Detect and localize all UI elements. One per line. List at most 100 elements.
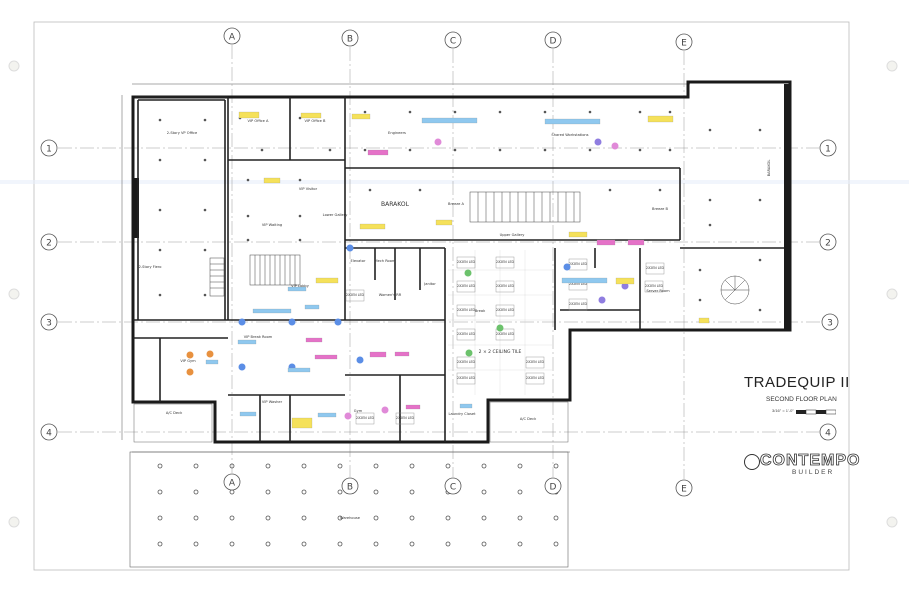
recessed-light bbox=[758, 128, 762, 132]
exterior-wall-thick bbox=[784, 84, 790, 330]
warehouse-post bbox=[409, 489, 415, 495]
recessed-light bbox=[418, 188, 422, 192]
device-marker bbox=[464, 269, 472, 277]
grid-bubble-label: C bbox=[450, 483, 456, 493]
fixture-2x2-led: 2X2EN LED bbox=[345, 289, 364, 302]
recessed-light bbox=[298, 178, 302, 182]
grid-bubble-D: D bbox=[544, 477, 562, 495]
room-label-mech-room: Mech Room bbox=[375, 259, 396, 263]
color-tag bbox=[615, 277, 635, 285]
fixture-2x2-led: 2X2EN LED bbox=[495, 304, 514, 317]
grid-bubble-B: B bbox=[341, 29, 359, 47]
decks bbox=[133, 401, 569, 443]
color-tag bbox=[698, 317, 710, 324]
device-marker bbox=[238, 318, 246, 326]
room-label-gym: Gym bbox=[354, 409, 363, 413]
color-tag bbox=[351, 113, 371, 120]
warehouse-post bbox=[445, 541, 451, 547]
fixture-2x2-led: 2X2EN LED bbox=[568, 298, 587, 311]
room-label-ac-deck-right: A/C Deck bbox=[520, 417, 537, 421]
light-fixtures: 2X2EN LED 2X2EN LED 2X2EN LED 2X2EN LED 2X2E… bbox=[158, 110, 762, 425]
exterior-wall bbox=[131, 80, 792, 444]
warehouse-post bbox=[301, 515, 307, 521]
binder-hole bbox=[886, 516, 898, 528]
recessed-light bbox=[298, 116, 302, 120]
stairs-vip bbox=[249, 254, 301, 286]
warehouse-post bbox=[229, 515, 235, 521]
recessed-light bbox=[708, 198, 712, 202]
project-title: TRADEQUIP II bbox=[744, 374, 850, 391]
device-marker bbox=[334, 318, 342, 326]
warehouse-post bbox=[193, 489, 199, 495]
recessed-light bbox=[158, 248, 162, 252]
color-tag bbox=[367, 149, 389, 156]
device-marker bbox=[238, 363, 246, 371]
color-tag bbox=[405, 404, 421, 410]
room-label-ac-deck-left: A/C Deck bbox=[166, 411, 183, 415]
device-marker bbox=[465, 349, 473, 357]
color-tag bbox=[238, 111, 260, 119]
warehouse-post bbox=[481, 463, 487, 469]
recessed-light bbox=[408, 110, 412, 114]
exterior-wall-thick bbox=[133, 178, 139, 238]
grid-bubble-E: E bbox=[675, 479, 693, 497]
fixture-label: 2X2EN LED bbox=[569, 302, 587, 306]
recessed-light bbox=[608, 188, 612, 192]
warehouse-columns bbox=[157, 463, 559, 547]
room-label-breeze-a: Breeze A bbox=[448, 202, 465, 206]
warehouse-post bbox=[193, 515, 199, 521]
room-label-lower-gallery: Lower Gallery bbox=[323, 213, 349, 217]
color-tag bbox=[314, 354, 338, 360]
fixture-label: 2X2EN LED bbox=[457, 360, 475, 364]
device-marker bbox=[611, 142, 619, 150]
logo-mark-icon bbox=[744, 454, 760, 470]
grid-bubble-label: 3 bbox=[46, 319, 52, 329]
color-tag bbox=[305, 337, 323, 343]
color-tag bbox=[304, 304, 320, 310]
grid-bubble-label: E bbox=[681, 485, 687, 495]
fixture-2x2-led: 2X2EN LED bbox=[495, 280, 514, 293]
recessed-light bbox=[246, 214, 250, 218]
recessed-light bbox=[453, 110, 457, 114]
grid-bubble-2: 2 bbox=[40, 233, 58, 251]
fixture-label: 2X2EN LED bbox=[457, 332, 475, 336]
grid-bubble-label: 1 bbox=[46, 145, 52, 155]
device-marker bbox=[346, 244, 354, 252]
fixture-2x2-led: 2X2EN LED bbox=[395, 412, 414, 425]
grid-bubble-label: B bbox=[347, 35, 353, 45]
device-marker bbox=[344, 412, 352, 420]
recessed-light bbox=[203, 248, 207, 252]
room-label-vp-office-left: 2-Story VP Office bbox=[167, 131, 198, 135]
recessed-light bbox=[758, 308, 762, 312]
fixture-label: 2X2EN LED bbox=[457, 376, 475, 380]
logo-wordmark: CONTEMPO bbox=[760, 452, 861, 470]
fixture-2x2-led: 2X2EN LED bbox=[456, 356, 475, 369]
recessed-light bbox=[498, 110, 502, 114]
room-label-warehouse: Warehouse bbox=[340, 516, 361, 520]
fixture-2x2-led: 2X2EN LED bbox=[456, 304, 475, 317]
warehouse-post bbox=[409, 515, 415, 521]
warehouse-post bbox=[265, 489, 271, 495]
room-label-vip-visitor: VIP Visitor bbox=[299, 187, 318, 191]
stairs-left bbox=[209, 257, 225, 297]
grid-bubble-label: B bbox=[347, 483, 353, 493]
fixture-2x2-led: 2X2EN LED bbox=[456, 372, 475, 385]
room-label-janitor: Janitor bbox=[423, 282, 436, 286]
warehouse-post bbox=[157, 515, 163, 521]
color-tag bbox=[239, 411, 257, 417]
device-marker bbox=[563, 263, 571, 271]
contempo-logo: CONTEMPO BUILDER bbox=[742, 449, 860, 481]
room-label-elevator: Elevator bbox=[351, 259, 366, 263]
recessed-light bbox=[708, 128, 712, 132]
sheet-title: SECOND FLOOR PLAN bbox=[766, 396, 837, 403]
recessed-light bbox=[408, 148, 412, 152]
binder-hole bbox=[8, 516, 20, 528]
color-tag bbox=[300, 112, 322, 119]
warehouse-post bbox=[517, 463, 523, 469]
device-marker bbox=[434, 138, 442, 146]
room-label-upper-gallery: Upper Gallery bbox=[500, 233, 526, 237]
room-label-breeze-b: Breeze B bbox=[652, 207, 669, 211]
binder-hole bbox=[8, 288, 20, 300]
